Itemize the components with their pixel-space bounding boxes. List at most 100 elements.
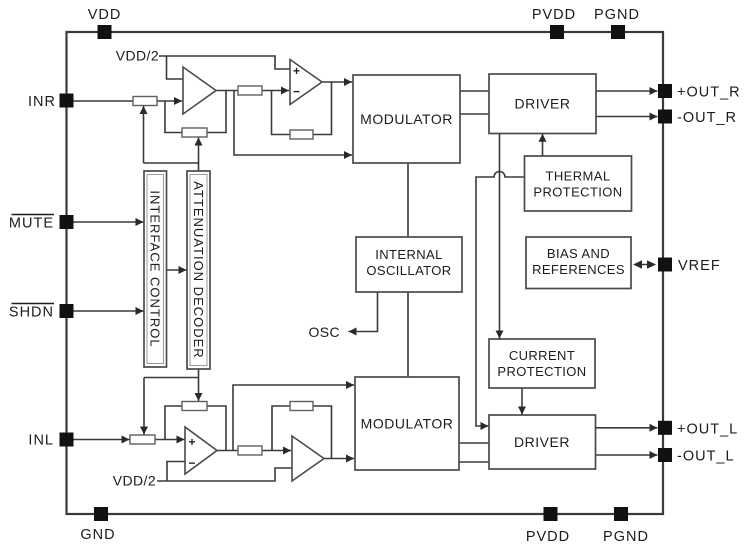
resistor-int-feedback-r xyxy=(289,129,314,140)
block-internal-oscillator xyxy=(355,236,463,293)
block-label-bias-2: REFERENCES xyxy=(532,262,625,277)
pin-label-vref: VREF xyxy=(678,258,721,274)
arrow-left-icon xyxy=(633,260,642,269)
block-label-interface-control: INTERFACE CONTROL xyxy=(148,190,163,347)
block-label-attenuation-decoder: ATTENUATION DECODER xyxy=(191,181,206,358)
net-label-vdd2-bottom: VDD/2 xyxy=(113,473,156,489)
pin-square-gnd xyxy=(94,507,108,521)
pin-square-pvdd-bottom xyxy=(543,507,558,521)
block-modulator-r xyxy=(352,74,461,164)
wires-right-channel xyxy=(73,55,352,171)
pin-square-out-r-pos xyxy=(658,84,672,98)
block-attenuation-decoder-inner xyxy=(189,174,208,366)
chip-outline xyxy=(65,30,665,516)
opamp-integrator-r xyxy=(289,57,324,107)
wire-feedback-left-l xyxy=(164,405,182,440)
block-bias-references xyxy=(525,236,632,290)
block-label-oscillator-1: INTERNAL xyxy=(375,247,443,262)
resistor-int-feedback-l xyxy=(289,400,314,412)
pin-square-pgnd-top xyxy=(611,25,625,39)
block-label-thermal-1: THERMAL xyxy=(546,169,611,184)
block-driver-r xyxy=(488,73,597,135)
wires-left-channel xyxy=(73,369,354,482)
pin-labels: VDD PVDD PGND INR MUTE SHDN INL GND PVDD… xyxy=(9,7,741,545)
resistor-feedback-r xyxy=(181,127,208,138)
pin-label-out-l-neg: -OUT_L xyxy=(677,449,735,465)
pin-square-shdn xyxy=(59,304,74,318)
block-interface-control-inner xyxy=(146,174,164,364)
block-label-current-2: PROTECTION xyxy=(497,364,586,379)
block-label-oscillator-2: OSCILLATOR xyxy=(366,263,451,278)
pin-square-mute xyxy=(59,215,74,229)
pin-label-gnd: GND xyxy=(80,527,115,543)
pin-square-pgnd-bottom xyxy=(614,507,628,521)
resistors xyxy=(129,85,314,456)
opamp-plus-sign-r: + xyxy=(293,64,300,78)
resistor-mid-r xyxy=(237,85,263,96)
arrow-right-icon xyxy=(647,260,656,269)
blocks: INTERFACE CONTROL ATTENUATION DECODER MO… xyxy=(143,73,633,471)
resistor-mid-l xyxy=(237,445,263,456)
wire-feedback-right-l xyxy=(207,405,227,451)
pin-label-mute: MUTE xyxy=(9,216,54,232)
opamp-minus-sign-r: − xyxy=(293,85,300,99)
pin-square-out-r-neg xyxy=(658,109,672,124)
block-driver-l xyxy=(488,414,597,470)
resistor-input-l xyxy=(129,434,156,445)
opamp-gain-l xyxy=(184,425,219,476)
wire-thermal-to-driver-l xyxy=(475,170,525,430)
pin-label-pgnd-top: PGND xyxy=(594,7,640,23)
pin-square-vdd-top xyxy=(97,25,112,39)
wire-int-feedback-left-l xyxy=(271,405,290,451)
wire-vdd2-bottom xyxy=(157,467,292,482)
wire-feedback-left-r xyxy=(164,101,182,134)
wire-int-feedback-right-r xyxy=(313,82,333,136)
pin-label-pvdd-bottom: PVDD xyxy=(526,529,570,545)
net-labels: VDD/2 VDD/2 OSC xyxy=(113,48,340,489)
wire-feedback-right-r xyxy=(207,90,227,134)
wire-vdd2-bottom-branch xyxy=(166,460,185,481)
block-label-driver-r: DRIVER xyxy=(515,96,571,112)
net-label-vdd2-top: VDD/2 xyxy=(116,48,159,64)
block-thermal-protection xyxy=(523,155,633,212)
pin-label-out-r-pos: +OUT_R xyxy=(677,85,741,101)
opamp-gain-r xyxy=(182,65,218,116)
pin-square-inl xyxy=(59,432,74,447)
block-label-modulator-l: MODULATOR xyxy=(361,416,454,432)
pin-label-pvdd-top: PVDD xyxy=(532,7,576,23)
pin-squares xyxy=(59,25,672,521)
wire-to-modulator-low-r xyxy=(233,90,352,159)
pin-label-shdn: SHDN xyxy=(9,305,54,321)
wire-vdd2-top xyxy=(159,55,290,70)
pin-square-pvdd-top xyxy=(550,25,564,39)
resistor-input-r xyxy=(132,95,158,107)
net-label-osc: OSC xyxy=(308,324,340,340)
opamp-integrator-l xyxy=(291,434,326,483)
pin-label-out-r-neg: -OUT_R xyxy=(677,110,737,126)
pin-square-out-l-neg xyxy=(658,448,672,462)
pin-square-inr xyxy=(59,93,74,108)
pin-square-out-l-pos xyxy=(658,420,672,435)
wire-to-modulator-up-l xyxy=(232,381,354,451)
block-label-thermal-2: PROTECTION xyxy=(533,185,622,200)
pin-label-vdd-top: VDD xyxy=(88,7,122,23)
wire-int-feedback-right-l xyxy=(313,405,333,459)
block-label-driver-l: DRIVER xyxy=(514,434,570,450)
pin-label-out-l-pos: +OUT_L xyxy=(677,421,738,437)
wire-int-feedback-left-r xyxy=(270,90,290,136)
wire-decoder-tee-top xyxy=(143,162,200,171)
pin-label-pgnd-bottom: PGND xyxy=(603,529,649,545)
opamps: + − + − xyxy=(182,57,326,483)
pin-label-inr: INR xyxy=(28,94,56,110)
resistor-feedback-l xyxy=(181,400,208,412)
block-current-protection xyxy=(488,338,596,389)
block-attenuation-decoder xyxy=(186,170,211,370)
block-label-current-1: CURRENT xyxy=(509,348,575,363)
wire-vdd2-top-branch xyxy=(165,56,183,80)
opamp-minus-sign-l: − xyxy=(189,456,196,470)
wire-osc-out xyxy=(348,292,379,336)
block-label-modulator-r: MODULATOR xyxy=(360,111,453,127)
wire-decoder-tee-bottom xyxy=(144,369,200,379)
